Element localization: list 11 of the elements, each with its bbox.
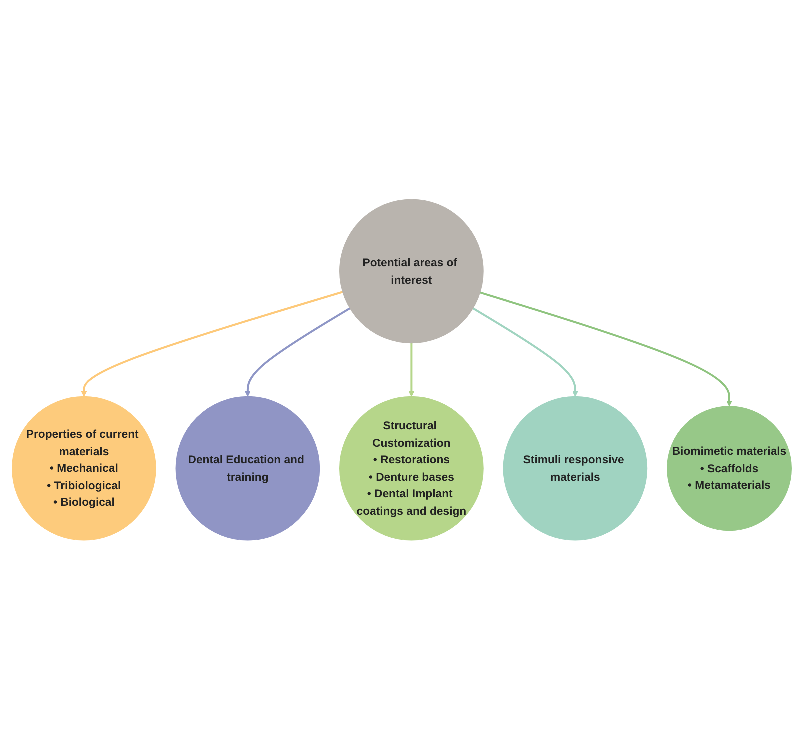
node-circle: Dental Education and training (176, 396, 320, 541)
arrow (408, 343, 415, 397)
node-circle: Biomimetic materials • Scaffolds • Metamaterials (667, 406, 792, 532)
node-circle: Properties of current materials • Mechanical • Tribiological • Biological (12, 396, 156, 541)
arrow (245, 308, 351, 397)
node-circle: Potential areas of interest (340, 199, 484, 344)
arrow (81, 291, 344, 397)
arrow (472, 308, 578, 397)
arrow (480, 292, 732, 407)
node-circle: Structural Customization • Restorations • Denture bases • Dental Implant coatings and design (340, 396, 484, 541)
node-circle: Stimuli responsive materials (503, 396, 648, 541)
